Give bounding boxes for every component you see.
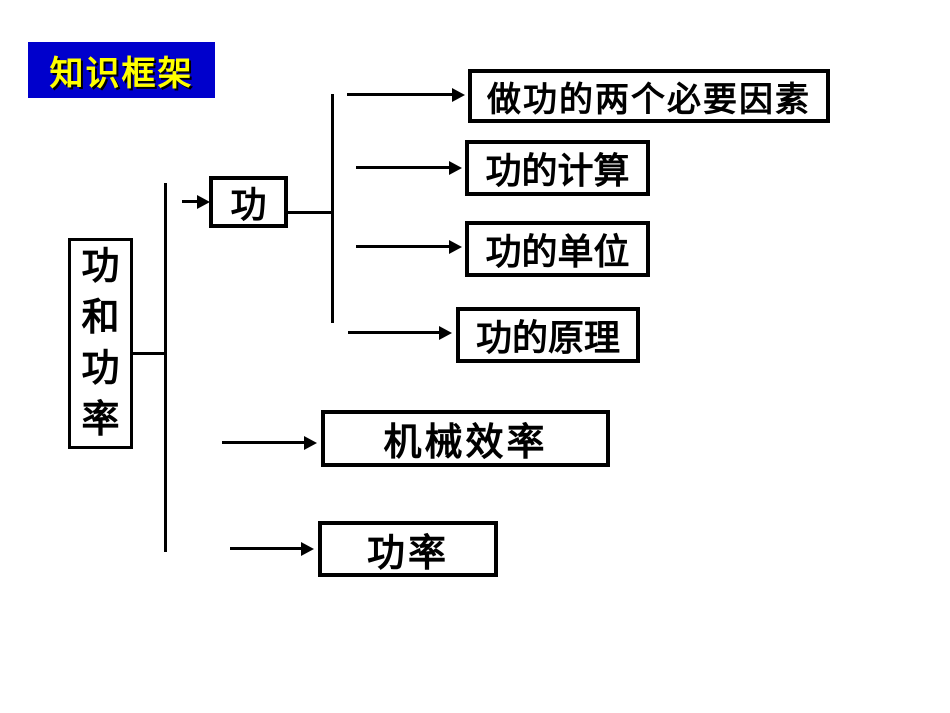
node-mechanical-efficiency: 机械效率 [321,410,610,467]
arrow-line [182,200,200,203]
arrow-line [356,166,452,169]
arrow-head [439,326,452,340]
root-char: 率 [81,398,120,441]
root-char: 功 [81,245,120,288]
arrow-to-gong [182,195,210,209]
arrow-to-principle [348,326,452,340]
branch-bracket-line [331,94,334,323]
node-power: 功率 [318,521,498,577]
arrow-head [304,436,317,450]
arrow-to-calculation [356,161,462,175]
arrow-head [449,240,462,254]
arrow-head [449,161,462,175]
node-two-necessary-factors: 做功的两个必要因素 [468,69,830,123]
node-work: 功 [209,176,288,228]
arrow-line [230,547,304,550]
arrow-to-unit [356,240,462,254]
arrow-to-factors [347,88,465,102]
arrow-head [452,88,465,102]
root-char: 和 [81,296,120,339]
node-root-work-and-power: 功 和 功 率 [68,238,133,449]
arrow-line [347,93,455,96]
trunk-line [164,183,167,552]
node-work-calculation: 功的计算 [465,140,650,196]
arrow-line [348,331,442,334]
arrow-to-efficiency [222,436,317,450]
root-char: 功 [81,347,120,390]
title-badge: 知识框架 [28,42,215,98]
node-work-unit: 功的单位 [465,221,650,277]
arrow-line [356,245,452,248]
root-connector-line [133,352,165,355]
node-work-principle: 功的原理 [456,307,640,363]
arrow-line [222,441,307,444]
arrow-head [197,195,210,209]
arrow-head [301,542,314,556]
gong-connector-line [287,211,333,214]
arrow-to-power [230,542,314,556]
